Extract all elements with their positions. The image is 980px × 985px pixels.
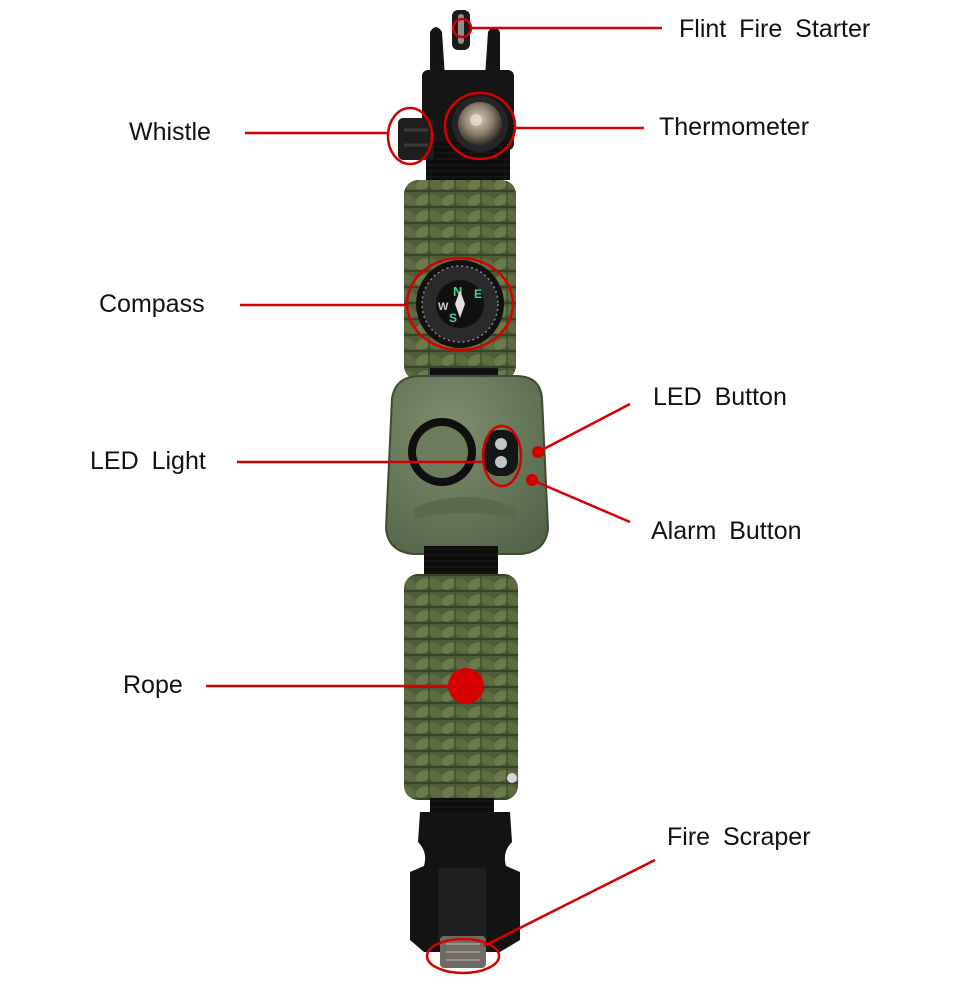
thermometer-icon — [452, 96, 508, 152]
rope-dot — [448, 668, 484, 704]
callout-markers — [386, 17, 523, 975]
compass-marker — [405, 256, 515, 352]
compass-n: N — [453, 284, 462, 299]
leader-lines — [206, 26, 662, 948]
label-led-button: LED Button — [653, 383, 787, 411]
thermometer-marker — [443, 91, 517, 161]
label-whistle: Whistle — [129, 118, 211, 146]
label-alarm-button: Alarm Button — [651, 517, 802, 545]
whistle-marker — [386, 106, 434, 166]
label-led-light: LED Light — [90, 447, 206, 475]
led-light-marker — [481, 424, 523, 488]
bottom-buckle — [410, 798, 520, 952]
compass-w: W — [438, 301, 449, 313]
label-thermometer: Thermometer — [659, 113, 810, 141]
label-fire-scraper: Fire Scraper — [667, 823, 811, 851]
compass-e: E — [474, 287, 482, 301]
fire-scraper-icon — [440, 936, 486, 968]
label-flint-fire-starter: Flint Fire Starter — [679, 15, 871, 43]
label-compass: Compass — [99, 290, 205, 318]
led-light-icon — [408, 418, 518, 486]
fire-scraper-marker — [425, 937, 501, 975]
compass-icon: N S E W — [416, 260, 504, 348]
compass-s: S — [449, 311, 457, 325]
label-rope: Rope — [123, 671, 183, 699]
